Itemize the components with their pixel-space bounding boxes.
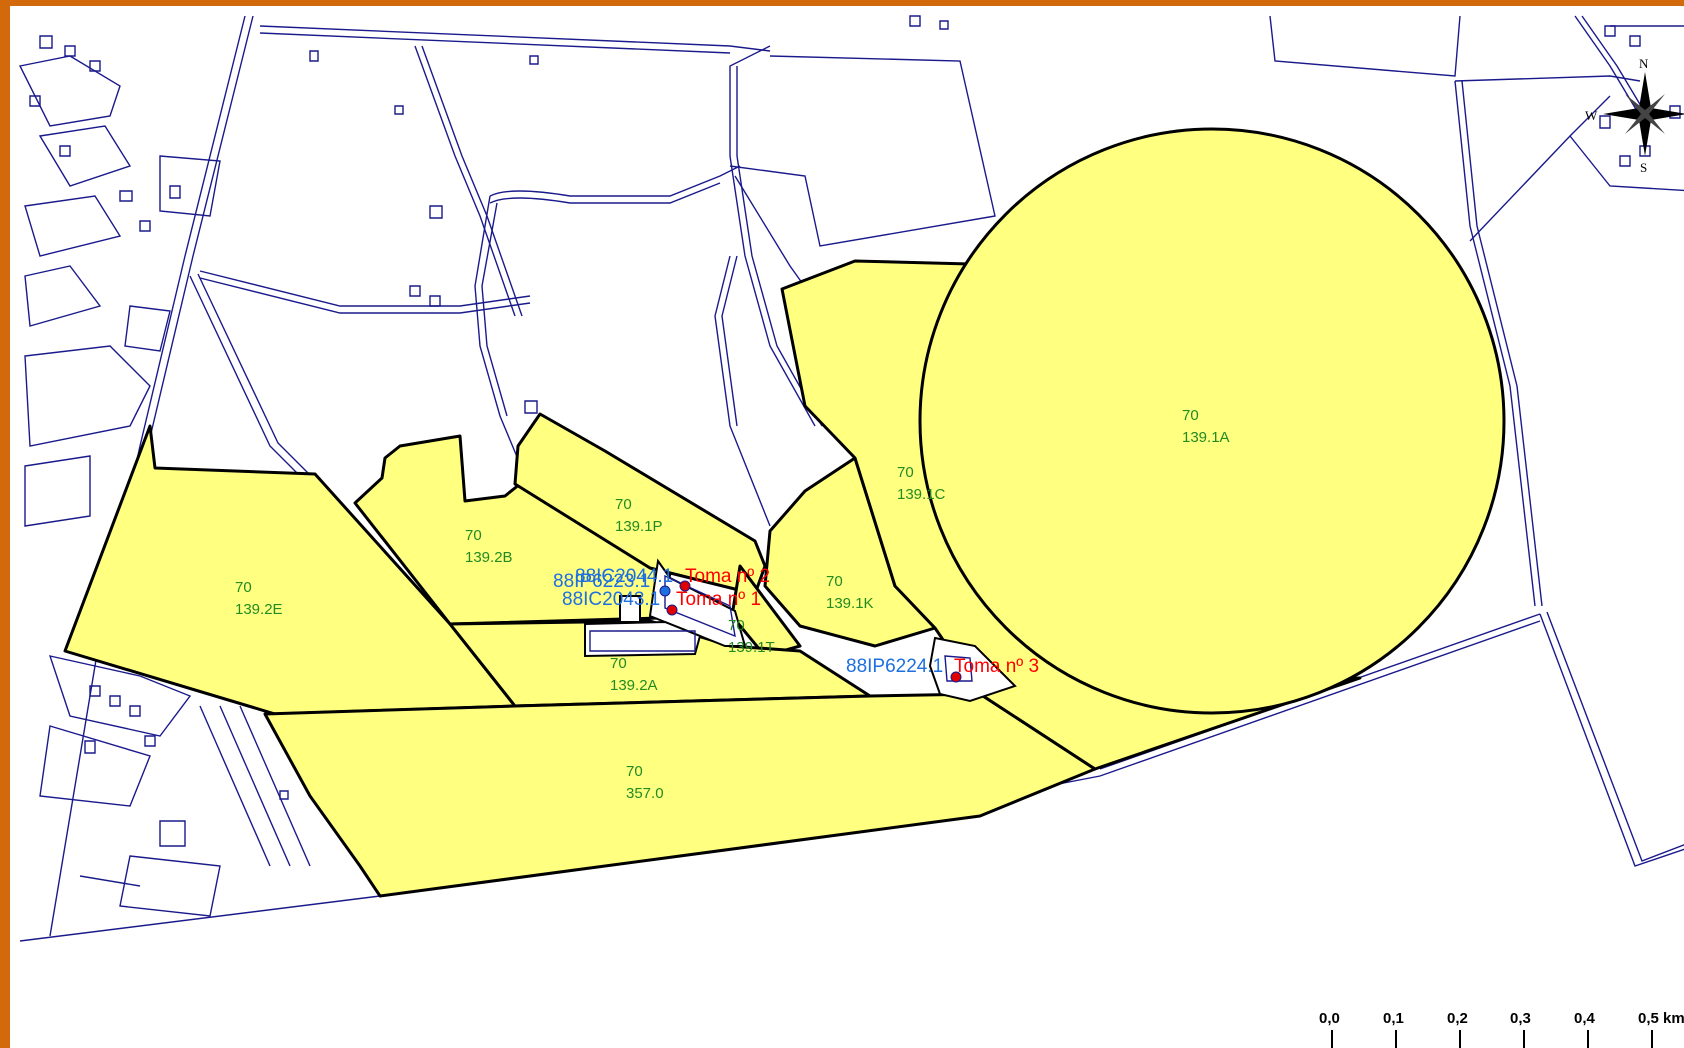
parcel-label-139-2A: 70 bbox=[610, 655, 627, 672]
compass-south-label: S bbox=[1640, 160, 1647, 175]
parcel-label-139-1A: 139.1A bbox=[1182, 429, 1230, 446]
parcel-label-139-1C: 70 bbox=[897, 464, 914, 481]
well-label: 88IC2043.1 bbox=[562, 589, 660, 610]
parcel-label-139-1K: 70 bbox=[826, 573, 843, 590]
sample-point-marker[interactable] bbox=[950, 671, 962, 683]
sample-label: Toma nº 2 bbox=[685, 566, 770, 587]
compass-rose-icon: N S E W bbox=[1585, 56, 1684, 175]
parcel-label-139-2E: 70 bbox=[235, 579, 252, 596]
parcel-139-1T[interactable] bbox=[730, 564, 802, 658]
well-label: 88IC2044.1 bbox=[575, 566, 673, 587]
parcel-357-0[interactable] bbox=[263, 692, 1097, 898]
markers bbox=[659, 580, 962, 683]
parcel-label-139-1C: 139.1C bbox=[897, 486, 946, 503]
compass-north-label: N bbox=[1639, 56, 1649, 71]
parcel-139-1P[interactable] bbox=[513, 412, 767, 596]
map-canvas[interactable]: 70 139.1A 70 139.1C 70 139.1P 70 139.2B … bbox=[10, 6, 1684, 1048]
parcel-label-139-2E: 139.2E bbox=[235, 601, 283, 618]
building-outlines bbox=[589, 574, 973, 682]
sample-labels: Toma nº 2 Toma nº 1 Toma nº 3 bbox=[676, 566, 1039, 677]
well-point-marker[interactable] bbox=[659, 585, 671, 597]
well-label: 88IP6224.1 bbox=[846, 656, 943, 677]
parcel-labels: 70 139.1A 70 139.1C 70 139.1P 70 139.2B … bbox=[235, 407, 1230, 802]
well-labels: 88IC2044.1 88IP6223.1 88IC2043.1 88IP622… bbox=[553, 566, 943, 677]
scale-bar: 0,0 0,1 0,2 0,3 0,4 0,5 km bbox=[1319, 1010, 1684, 1048]
parcels bbox=[63, 127, 1506, 898]
scale-tick-label: 0,4 bbox=[1574, 1010, 1596, 1027]
scale-tick-label: 0,3 bbox=[1510, 1010, 1531, 1027]
parcel-label-139-1P: 139.1P bbox=[615, 518, 663, 535]
parcel-label-139-2A: 139.2A bbox=[610, 677, 658, 694]
well-label: 88IP6223.1 bbox=[553, 571, 650, 592]
parcel-label-139-2B: 139.2B bbox=[465, 549, 513, 566]
scale-tick-label: 0,1 bbox=[1383, 1010, 1404, 1027]
sample-label: Toma nº 3 bbox=[954, 656, 1039, 677]
sample-point-marker[interactable] bbox=[666, 604, 678, 616]
scale-tick-label: 0,5 km bbox=[1638, 1010, 1684, 1027]
parcel-label-139-1T: 139.1T bbox=[728, 639, 775, 656]
parcel-label-139-2B: 70 bbox=[465, 527, 482, 544]
parcel-139-1A[interactable] bbox=[918, 127, 1506, 715]
parcel-label-357-0: 70 bbox=[626, 763, 643, 780]
parcel-label-139-1K: 139.1K bbox=[826, 595, 874, 612]
parcel-label-357-0: 357.0 bbox=[626, 785, 664, 802]
parcel-label-139-1A: 70 bbox=[1182, 407, 1199, 424]
sample-point-marker[interactable] bbox=[679, 580, 691, 592]
scale-tick-label: 0,2 bbox=[1447, 1010, 1468, 1027]
parcel-label-139-1P: 70 bbox=[615, 496, 632, 513]
parcel-label-139-1T: 70 bbox=[728, 617, 745, 634]
sample-label: Toma nº 1 bbox=[676, 589, 761, 610]
scale-tick-label: 0,0 bbox=[1319, 1010, 1340, 1027]
compass-west-label: W bbox=[1585, 108, 1598, 123]
